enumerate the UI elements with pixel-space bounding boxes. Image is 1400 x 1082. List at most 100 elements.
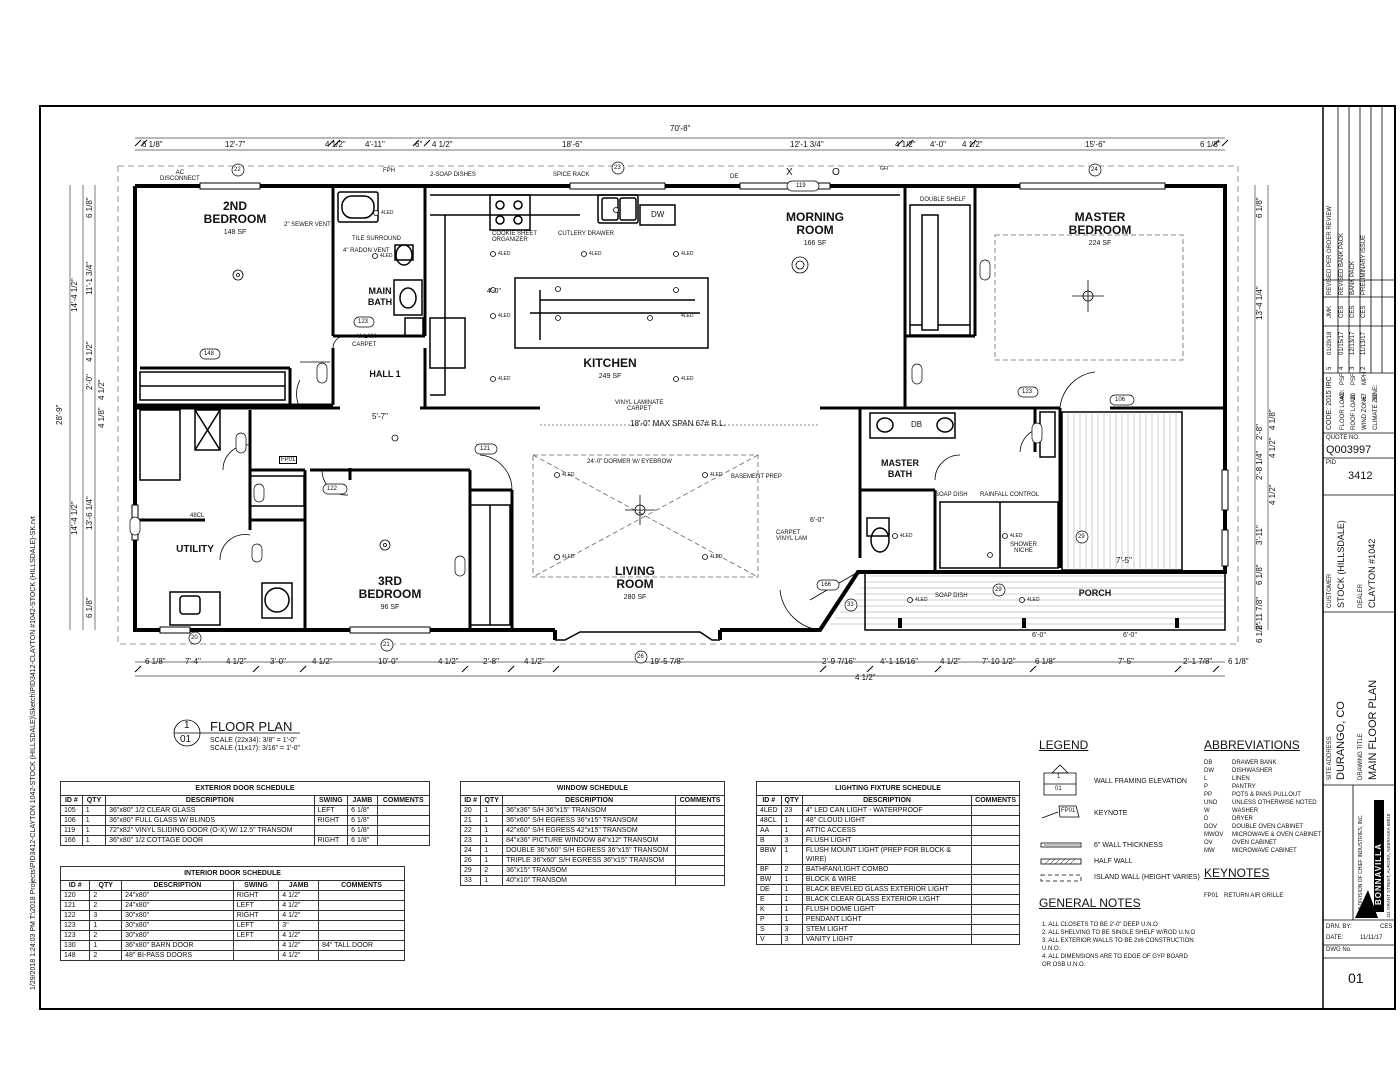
room-bedroom-3: 3RD BEDROOM 96 SF [350,575,430,612]
table-cell: 1 [81,835,107,846]
room-name: BATH [887,469,913,479]
abbreviation-desc: MICROWAVE CABINET [1232,848,1297,854]
table-cell [971,864,1020,875]
legend-item: ISLAND WALL (HEIGHT VARIES) [1094,874,1200,881]
table-cell: FLUSH DOME LIGHT [801,904,973,915]
dim-left: 13'-6 1/4" [85,496,94,530]
table-cell: B [756,835,782,846]
site-address: DURANGO, CO [1335,701,1347,780]
keynote-id: FP01 [1204,893,1219,899]
table-cell: 1 [480,835,504,846]
view-title: FLOOR PLAN [210,719,293,734]
schedule-header: COMMENTS [971,795,1020,806]
dim-bottom: 4'-1 15/16" [880,657,919,666]
legend-key-num: 1 [1057,774,1061,780]
dim-right: 4 1/2" [1268,484,1277,505]
dim-top: 4 1/2" [325,140,346,149]
table-cell [376,805,431,816]
table-cell: 1 [780,815,803,826]
note-led: 4LED [710,472,723,478]
table-cell: 122 [59,910,91,921]
dim-top: 4'-11" [365,140,385,149]
note-led: 4LED [498,251,511,257]
customer-name: STOCK (HILLSDALE) [1336,520,1346,608]
legend-item: WALL FRAMING ELEVATION [1094,778,1187,785]
table-cell [971,805,1020,816]
abbreviation-code: PP [1204,792,1213,798]
abbreviation-code: D [1204,816,1209,822]
door-tag: 166 [821,582,832,588]
table-cell: ATTIC ACCESS [801,825,973,836]
room-name: UTILITY [176,544,214,555]
general-note: 2. ALL SHELVING TO BE SINGLE SHELF W/ROD… [1042,930,1196,936]
abbreviation-desc: MICROWAVE & OVEN CABINET [1232,832,1322,838]
dim-top: 12'-7" [225,140,246,149]
table-cell: 4 1/2" [278,940,320,951]
revision-entry: 01/15/17 [1339,331,1345,355]
table-cell [971,815,1020,826]
room-name: MASTER [881,458,919,468]
dim-right: 6 1/8" [1255,197,1264,218]
dim-left: 6 1/8" [85,197,94,218]
abbreviation-code: DW [1204,768,1214,774]
dim-top: 6 1/8" [1200,140,1221,149]
schedule-title: INTERIOR DOOR SCHEDULE [60,866,405,880]
dim-porch: 7'-5" [1116,556,1132,565]
schedule-header: DESCRIPTION [502,795,677,806]
dim-interior: 6'-0" [810,517,824,524]
window-tag: 22 [234,167,241,173]
table-cell [318,900,405,911]
note-max-span: 18'-0" MAX SPAN 67# R.L. [630,419,726,428]
dim-bottom: 4 1/2" [312,657,333,666]
table-cell: 3 [780,924,803,935]
table-cell: RIGHT [313,835,349,846]
room-main-bath: MAIN BATH [355,286,405,308]
design-load: 67 [1362,393,1368,400]
table-cell: 48" BI-PASS DOORS [121,950,234,961]
table-cell [232,950,280,961]
quote-label: QUOTE NO. [1326,435,1360,441]
abbreviation-desc: POTS & PANS PULLOUT [1232,792,1301,798]
table-cell: 42"x60" S/H EGRESS 42"x15" TRANSOM [502,825,677,836]
dim-right: 2'-8 1/4" [1255,450,1264,480]
dim-bottom: 4 1/2" [855,673,876,682]
table-cell: 1 [81,815,107,826]
note-drawer-bank: DB [911,420,923,429]
note-cutlery-drawer: CUTLERY DRAWER [558,231,614,237]
room-area: 224 SF [1088,240,1112,247]
table-cell: 4 1/2" [278,900,320,911]
table-cell [675,865,725,876]
table-cell: BLACK BEVELED GLASS EXTERIOR LIGHT [801,884,973,895]
table-cell: 36"x80" 1/2 COTTAGE DOOR [105,835,315,846]
table-cell: 6 1/8" [347,805,378,816]
dim-left: 4 1/8" [97,407,106,428]
table-cell: 84" TALL DOOR [318,940,405,951]
schedule-header: QTY [89,880,123,891]
table-cell: 1 [81,805,107,816]
note-led: 4LED [381,210,394,216]
note-led: 4LED [915,597,928,603]
table-cell: 84"x36" PICTURE WINDOW 84"x12" TRANSOM [502,835,677,846]
abbreviation-desc: LINEN [1232,776,1250,782]
abbreviation-code: DB [1204,760,1213,766]
table-cell [971,845,1020,865]
note-tile-surround: TILE SURROUND [352,236,402,242]
abbreviation-desc: DOUBLE OVEN CABINET [1232,824,1304,830]
room-hall-1: HALL 1 [360,368,410,381]
door-tag: 123 [1022,389,1033,395]
dim-bottom: 2'-8" [483,657,499,666]
dealer-label: DEALER [1358,583,1364,608]
table-cell: 1 [780,825,803,836]
revision-entry: CES [1350,305,1356,318]
dim-interior: 6'-0" [1123,632,1137,639]
room-name: HALL 1 [369,369,401,379]
